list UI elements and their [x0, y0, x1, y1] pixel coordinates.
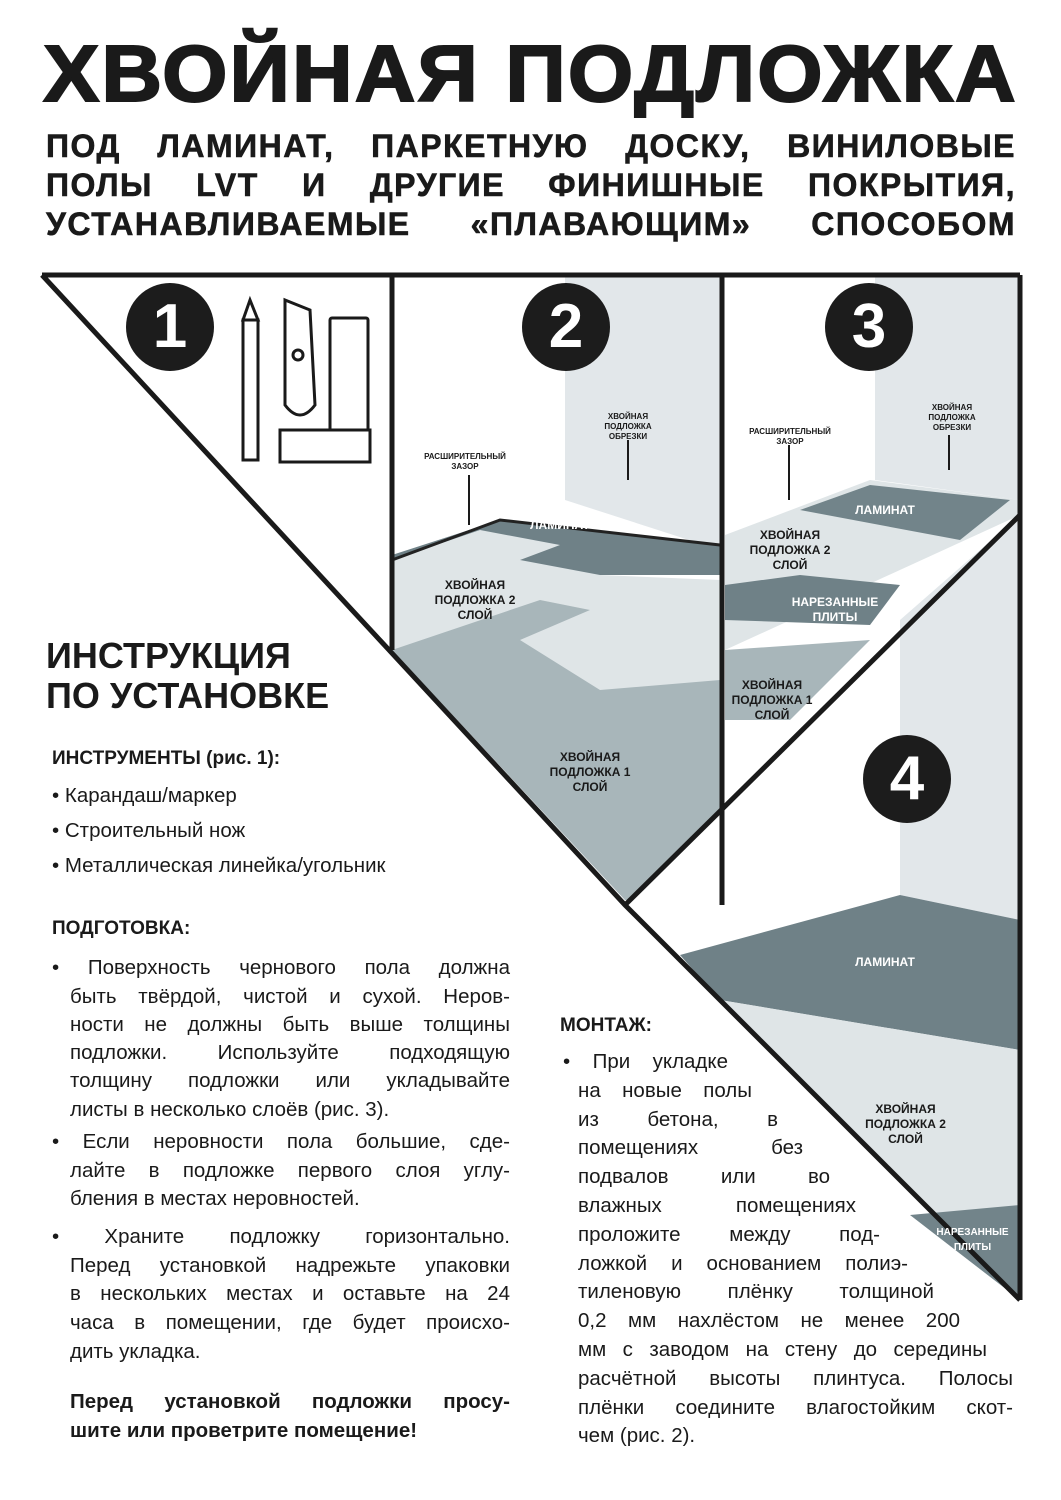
mount-line: проложите между под-	[578, 1222, 880, 1246]
fig2-gap-label: РАСШИРИТЕЛЬНЫЙ ЗАЗОР	[424, 452, 506, 471]
prep-line: толщину подложки или укладывайте	[70, 1069, 510, 1092]
prep-line: • Если неровности пола большие, сде-	[52, 1130, 510, 1153]
step-4-badge: 4	[863, 735, 951, 823]
mount-line: из бетона, в	[578, 1107, 778, 1131]
subtitle-line: ПОЛЫ LVT И ДРУГИЕ ФИНИШНЫЕ ПОКРЫТИЯ,	[46, 167, 1016, 204]
prep-line: дить укладка.	[70, 1340, 201, 1363]
mount-line: помещениях без	[578, 1136, 803, 1160]
fig3-laminate-label: ЛАМИНАТ	[855, 503, 915, 517]
fig2-layer2-label: ХВОЙНАЯ ПОДЛОЖКА 2 СЛОЙ	[434, 578, 516, 622]
prep-line: часа в помещении, где будет происхо-	[70, 1311, 510, 1334]
prep-line: листы в несколько слоёв (рис. 3).	[70, 1098, 390, 1121]
step-3-badge: 3	[825, 283, 913, 371]
prep-note: Перед установкой подложки просу-	[70, 1390, 510, 1413]
tool-item: • Строительный нож	[52, 819, 246, 842]
prep-line: • Храните подложку горизонтально.	[52, 1225, 510, 1248]
subtitle-line: ПОД ЛАМИНАТ, ПАРКЕТНУЮ ДОСКУ, ВИНИЛОВЫЕ	[46, 128, 1016, 165]
mount-line: чем (рис. 2).	[578, 1424, 696, 1448]
tool-item: • Карандаш/маркер	[52, 784, 237, 807]
fig4-laminate-label: ЛАМИНАТ	[855, 955, 915, 969]
fig3-gap-label: РАСШИРИТЕЛЬНЫЙ ЗАЗОР	[749, 427, 831, 446]
figure-2	[391, 275, 721, 900]
fig4-layer2-label: ХВОЙНАЯ ПОДЛОЖКА 2 СЛОЙ	[865, 1102, 946, 1146]
prep-line: ности не должны быть выше толщины	[70, 1013, 510, 1036]
page-title: ХВОЙНАЯ ПОДЛОЖКА	[42, 28, 1018, 119]
mount-line: на новые полы	[578, 1078, 752, 1102]
tool-item: • Металлическая линейка/угольник	[52, 854, 386, 877]
prep-line: в нескольких местах и оставьте на 24	[70, 1282, 510, 1305]
prep-line: бления в местах неровностей.	[70, 1187, 360, 1210]
mount-line: • При укладке	[563, 1050, 728, 1073]
prep-line: быть твёрдой, чистой и сухой. Неров-	[70, 985, 510, 1008]
tools-illustration	[240, 295, 372, 464]
tools-title: ИНСТРУМЕНТЫ (рис. 1):	[52, 748, 281, 769]
mount-line: влажных помещениях	[578, 1194, 856, 1217]
step-2-badge: 2	[522, 283, 610, 371]
mount-line: 0,2 мм нахлёстом не менее 200	[578, 1309, 960, 1333]
fig3-cut-label: НАРЕЗАННЫЕ ПЛИТЫ	[791, 595, 879, 624]
mount-line: тиленовую плёнку толщиной	[578, 1280, 934, 1304]
mount-line: ложкой и основанием полиэ-	[578, 1251, 908, 1275]
prep-line: подложки. Используйте подходящую	[70, 1041, 510, 1064]
prep-note: шите или проветрите помещение!	[70, 1419, 418, 1442]
subtitle-line: УСТАНАВЛИВАЕМЫЕ «ПЛАВАЮЩИМ» СПОСОБОМ	[46, 206, 1016, 243]
prep-line: Перед установкой надрежьте упаковки	[70, 1254, 510, 1277]
mount-line: подвалов или во	[578, 1165, 830, 1189]
mount-line: расчётной высоты плинтуса. Полосы	[578, 1366, 1013, 1390]
fig3-scraps-label: ХВОЙНАЯ ПОДЛОЖКА ОБРЕЗКИ	[928, 403, 976, 432]
prep-line: лайте в подложке первого слоя углу-	[70, 1159, 510, 1182]
instruction-heading: ИНСТРУКЦИЯ	[46, 635, 291, 676]
fig2-scraps-label: ХВОЙНАЯ ПОДЛОЖКА ОБРЕЗКИ	[604, 412, 652, 441]
mount-line: плёнки соедините влагостойким скот-	[578, 1395, 1013, 1419]
prep-title: ПОДГОТОВКА:	[52, 918, 191, 939]
step-1-badge: 1	[126, 283, 214, 371]
fig2-laminate-label: ЛАМИНАТ	[530, 518, 590, 532]
prep-line: • Поверхность чернового пола должна	[52, 956, 510, 979]
fig3-layer1-label: ХВОЙНАЯ ПОДЛОЖКА 1 СЛОЙ	[731, 678, 813, 722]
instruction-heading: ПО УСТАНОВКЕ	[46, 675, 330, 716]
mount-line: мм с заводом на стену до середины	[578, 1338, 987, 1361]
fig3-layer2-label: ХВОЙНАЯ ПОДЛОЖКА 2 СЛОЙ	[749, 528, 831, 572]
fig4-cut-label: НАРЕЗАННЫЕ ПЛИТЫ	[936, 1227, 1009, 1253]
mount-title: МОНТАЖ:	[560, 1015, 652, 1036]
fig2-layer1-label: ХВОЙНАЯ ПОДЛОЖКА 1 СЛОЙ	[549, 750, 631, 794]
